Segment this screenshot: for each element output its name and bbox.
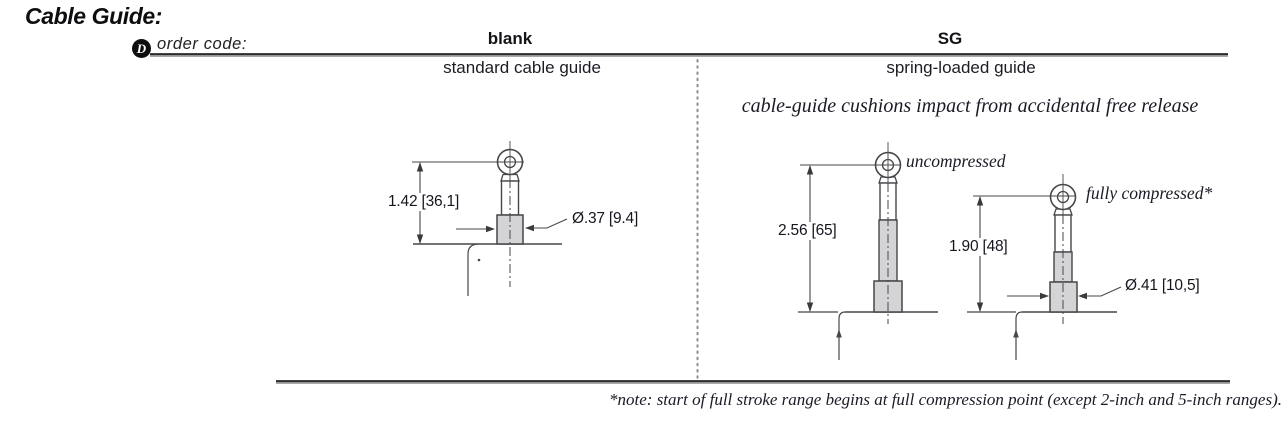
column-header-sg: SG <box>937 29 963 48</box>
column-header-blank: blank <box>487 29 533 48</box>
bottom-rule <box>276 380 1230 384</box>
order-code-badge-icon: D <box>132 39 151 58</box>
standard-diameter-dimension: Ø.37 [9.4] <box>570 210 641 228</box>
column-subtitle-standard: standard cable guide <box>443 58 601 77</box>
standard-guide-drawing <box>412 141 568 296</box>
uncompressed-label: uncompressed <box>906 151 1006 171</box>
order-code-label: order code: <box>157 35 248 53</box>
footnote: *note: start of full stroke range begins… <box>609 390 1282 409</box>
uncompressed-height-dimension: 2.56 [65] <box>776 222 839 240</box>
compressed-diameter-dimension: Ø.41 [10,5] <box>1123 277 1202 295</box>
spring-guide-tagline: cable-guide cushions impact from acciden… <box>741 95 1199 117</box>
fully-compressed-label: fully compressed* <box>1086 183 1213 203</box>
compressed-guide-drawing <box>967 174 1122 360</box>
compressed-height-dimension: 1.90 [48] <box>947 238 1010 256</box>
column-subtitle-spring: spring-loaded guide <box>886 58 1036 77</box>
standard-height-dimension: 1.42 [36,1] <box>386 193 462 211</box>
header-rule <box>150 53 1228 57</box>
uncompressed-guide-drawing <box>798 142 938 360</box>
page-title: Cable Guide: <box>25 3 163 29</box>
